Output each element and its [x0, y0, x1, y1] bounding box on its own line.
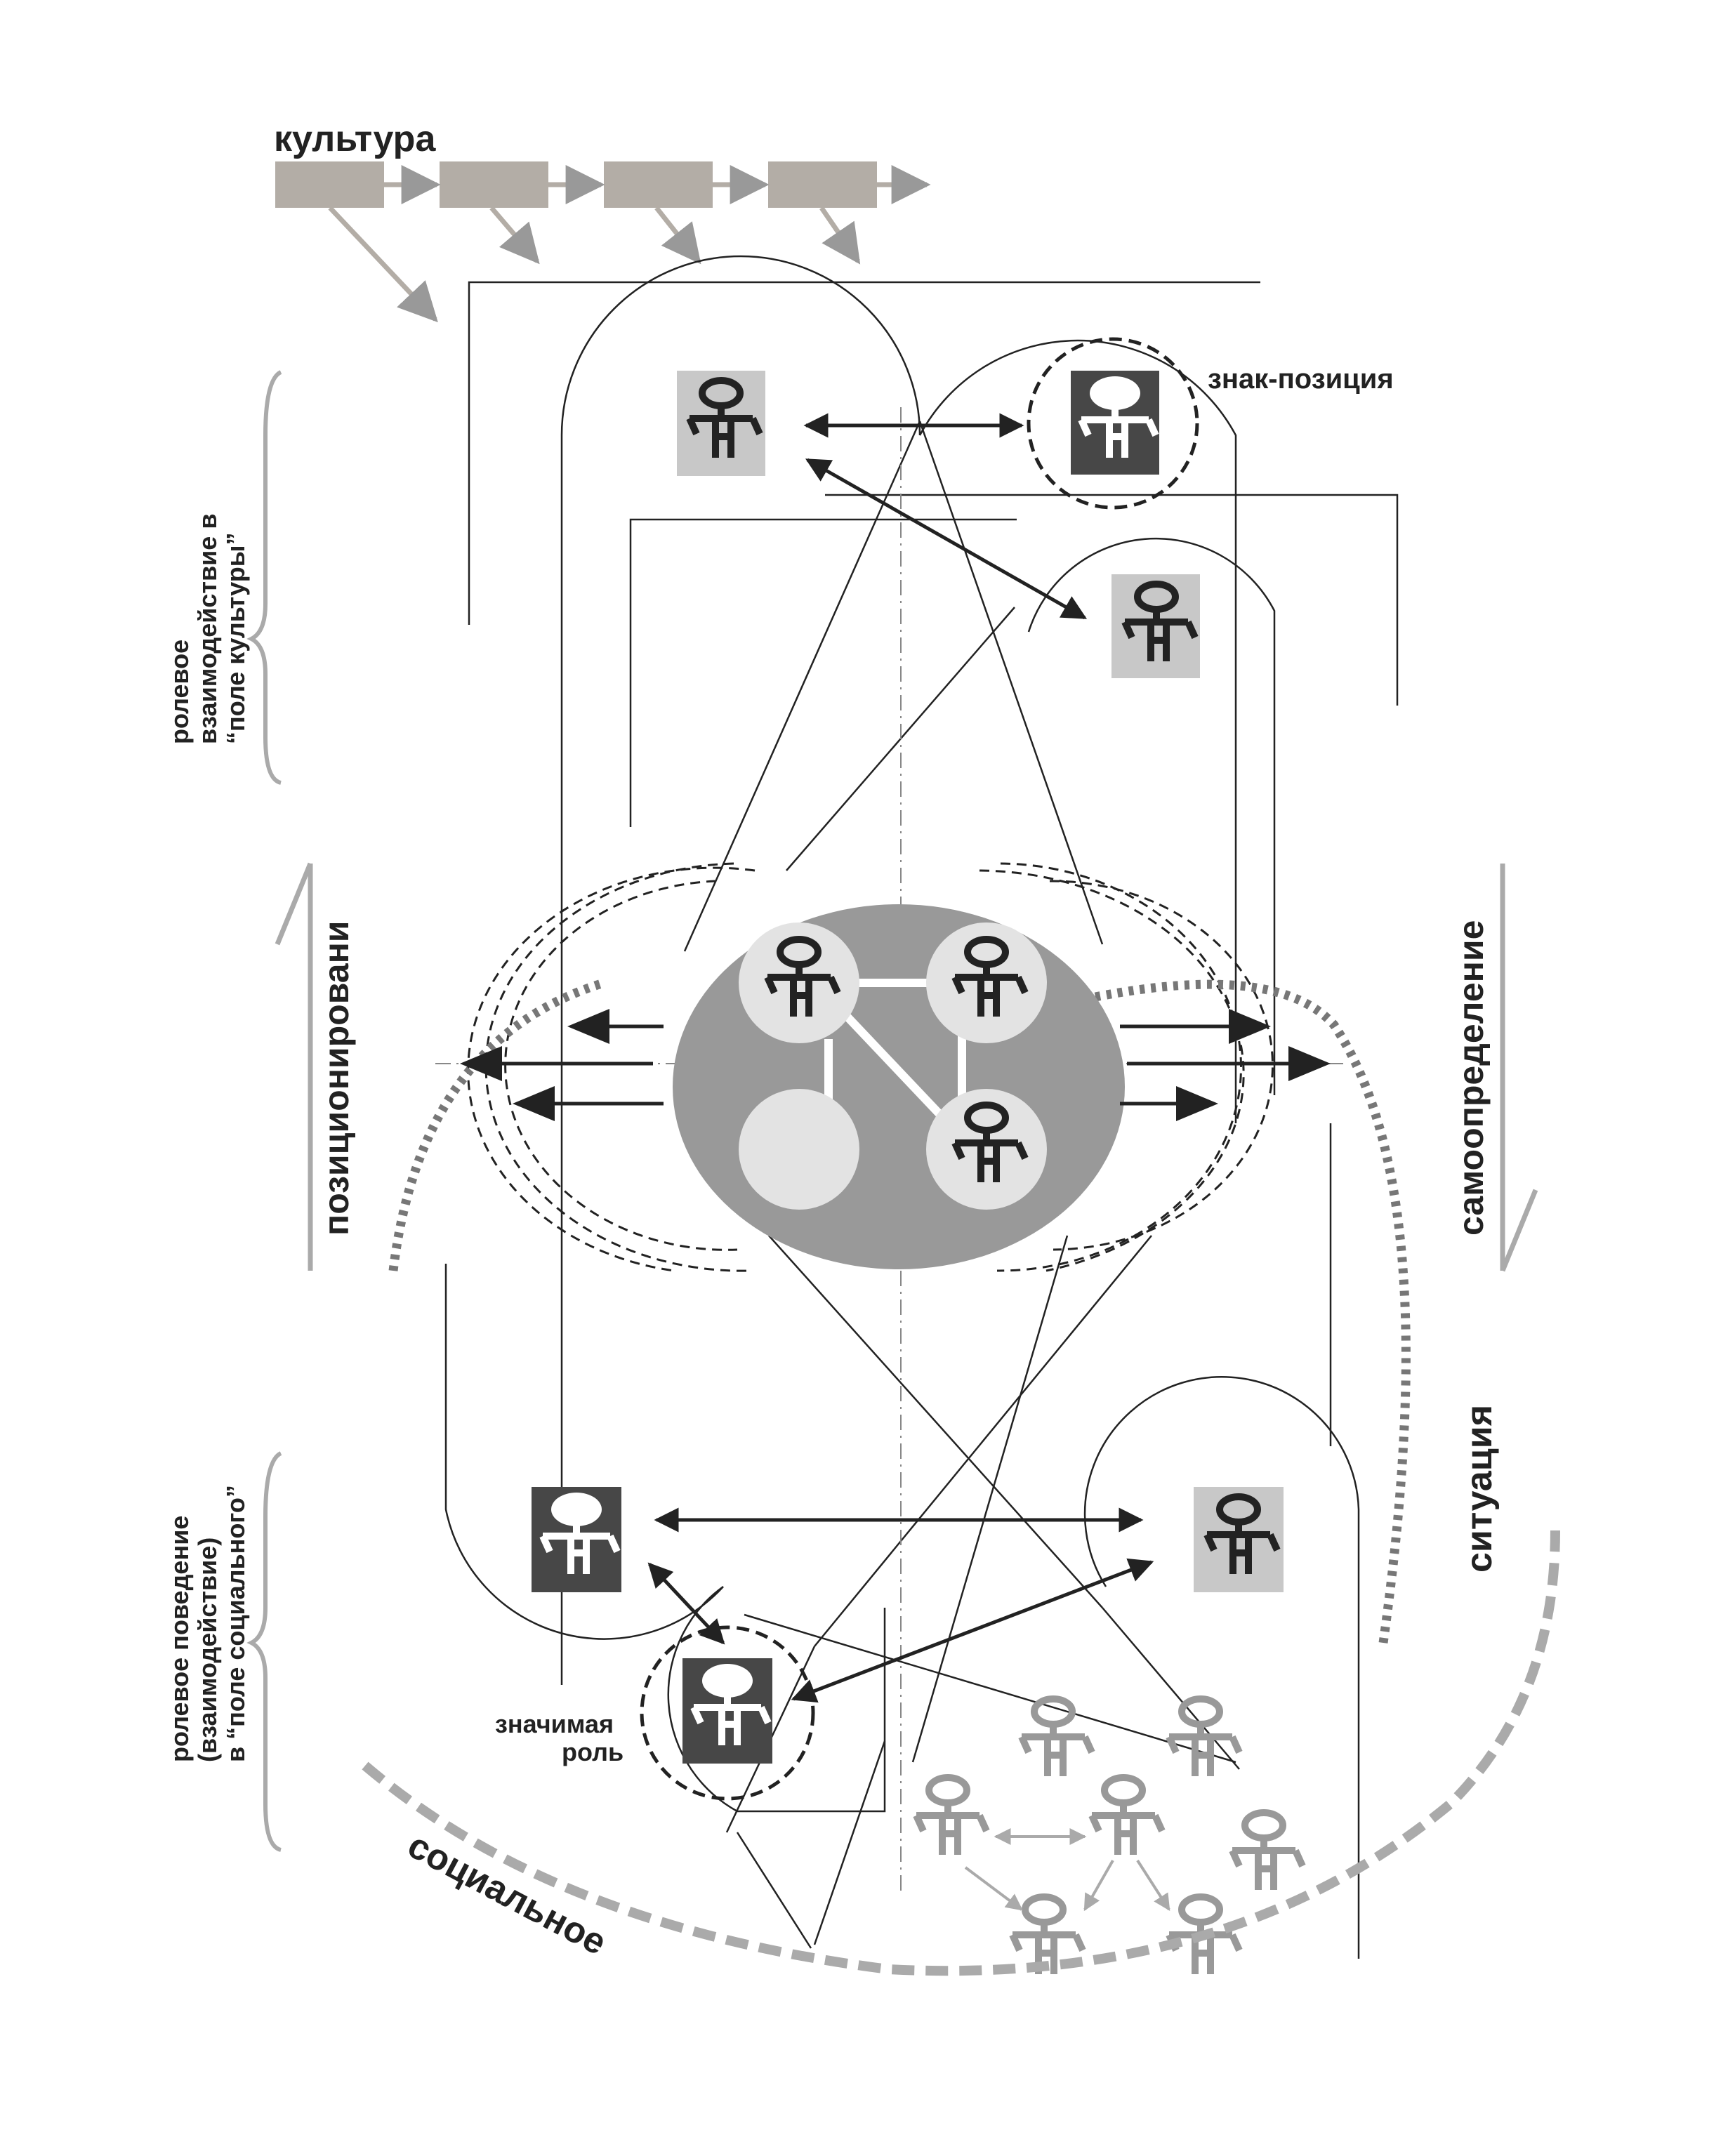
culture-field-label-2: взаимодействие в [193, 514, 222, 744]
culture-field-brace: ролевое взаимодействие в “поле культуры” [165, 370, 282, 785]
culture-down-arrow-3 [654, 206, 701, 265]
self-determination-label: самоопределение [1451, 920, 1491, 1236]
arrow-icon [460, 1046, 502, 1081]
diagonal-relation-arrow [805, 458, 1088, 620]
central-circle-3 [739, 1089, 859, 1210]
culture-block-2 [440, 161, 548, 208]
sign-position-circle [1027, 337, 1199, 510]
arrow-icon [1229, 1009, 1271, 1044]
social-field-label-2: (взаимодействие) [193, 1537, 222, 1762]
culture-block-4 [768, 161, 877, 208]
culture-chain: культура [274, 119, 931, 323]
person-icon [1169, 1699, 1239, 1776]
significant-role-circle [640, 1625, 815, 1801]
arrow-icon [1288, 1046, 1331, 1081]
situation-arc [388, 978, 1411, 1644]
significant-role-label-1: значимая [495, 1709, 614, 1738]
social-field-figures: значимая роль [495, 1487, 1284, 1801]
culture-block-1 [275, 161, 384, 208]
arrow-icon [513, 1086, 555, 1121]
person-icon [1232, 1813, 1302, 1890]
significant-role-arrow-2 [791, 1558, 1154, 1703]
person-icon [916, 1778, 987, 1855]
social-field-label-1: ролевое поведение [165, 1516, 194, 1762]
central-arrows [460, 1009, 1331, 1121]
central-group [673, 904, 1125, 1269]
culture-field-figures: знак-позиция [677, 337, 1394, 678]
significant-role-label-2: роль [562, 1738, 624, 1766]
social-arc [362, 1530, 1560, 1976]
culture-field-label-3: “поле культуры” [221, 533, 250, 744]
central-ellipse [673, 904, 1125, 1269]
person-icon [1092, 1778, 1162, 1855]
culture-down-arrow-1 [328, 206, 438, 323]
self-determination-indicator: самоопределение [1451, 864, 1538, 1272]
culture-down-arrow-4 [819, 206, 861, 265]
significant-role-arrow-1 [647, 1562, 725, 1645]
central-circle-2 [926, 922, 1047, 1043]
arrow-icon [1176, 1086, 1218, 1121]
culture-label: культура [274, 119, 436, 159]
positioning-indicator: позиционировани [275, 862, 356, 1271]
central-circle-4 [926, 1089, 1047, 1210]
culture-field-label-1: ролевое [165, 640, 194, 744]
culture-down-arrow-2 [489, 206, 540, 265]
person-icon [1022, 1699, 1092, 1776]
crowd [916, 1699, 1302, 1974]
social-field-label-3: в “поле социального” [221, 1485, 250, 1762]
positioning-label: позиционировани [317, 920, 356, 1236]
social-field-brace: ролевое поведение (взаимодействие) в “по… [165, 1451, 282, 1852]
central-circle-1 [739, 922, 859, 1043]
situation-label: ситуация [1459, 1405, 1500, 1573]
sign-position-label: знак-позиция [1208, 364, 1394, 395]
arrow-icon [567, 1009, 609, 1044]
culture-block-3 [604, 161, 713, 208]
